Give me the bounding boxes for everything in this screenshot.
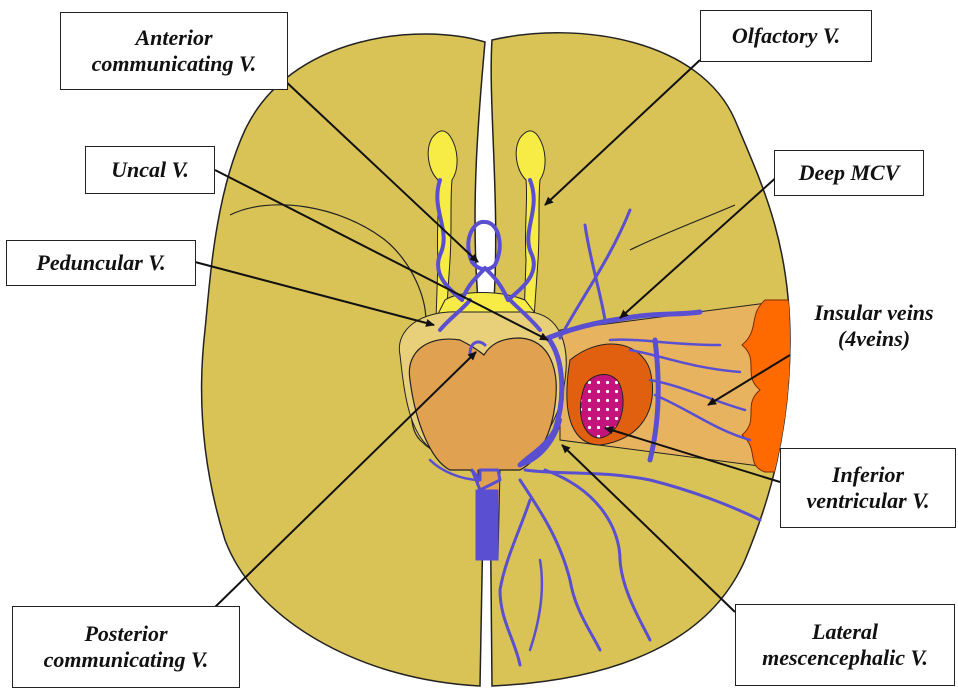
label-deep-mcv: Deep MCV: [774, 150, 924, 196]
straight-vein-rect: [476, 490, 498, 560]
label-posterior-communicating-line1: Posterior: [84, 621, 167, 647]
label-insular-veins-line2: (4veins): [792, 326, 956, 352]
label-peduncular-line1: Peduncular V.: [36, 250, 165, 276]
label-lateral-mescencephalic-line1: Lateral: [812, 619, 878, 645]
label-posterior-communicating: Posterior communicating V.: [12, 606, 240, 688]
label-olfactory: Olfactory V.: [700, 10, 872, 62]
label-inferior-ventricular: Inferior ventricular V.: [780, 448, 956, 528]
label-inferior-ventricular-line1: Inferior: [832, 462, 904, 488]
label-uncal: Uncal V.: [85, 146, 215, 194]
label-olfactory-line1: Olfactory V.: [732, 23, 840, 49]
label-inferior-ventricular-line2: ventricular V.: [806, 488, 929, 514]
label-deep-mcv-line1: Deep MCV: [799, 160, 900, 186]
label-insular-veins-line1: Insular veins: [792, 300, 956, 326]
label-anterior-communicating: Anterior communicating V.: [60, 12, 288, 90]
label-posterior-communicating-line2: communicating V.: [44, 647, 209, 673]
label-lateral-mescencephalic-line2: mescencephalic V.: [762, 645, 928, 671]
label-insular-veins: Insular veins (4veins): [792, 300, 956, 353]
label-lateral-mescencephalic: Lateral mescencephalic V.: [735, 604, 955, 686]
label-anterior-communicating-line2: communicating V.: [92, 51, 257, 77]
label-uncal-line1: Uncal V.: [111, 157, 189, 183]
label-peduncular: Peduncular V.: [6, 240, 196, 286]
label-anterior-communicating-line1: Anterior: [135, 25, 212, 51]
